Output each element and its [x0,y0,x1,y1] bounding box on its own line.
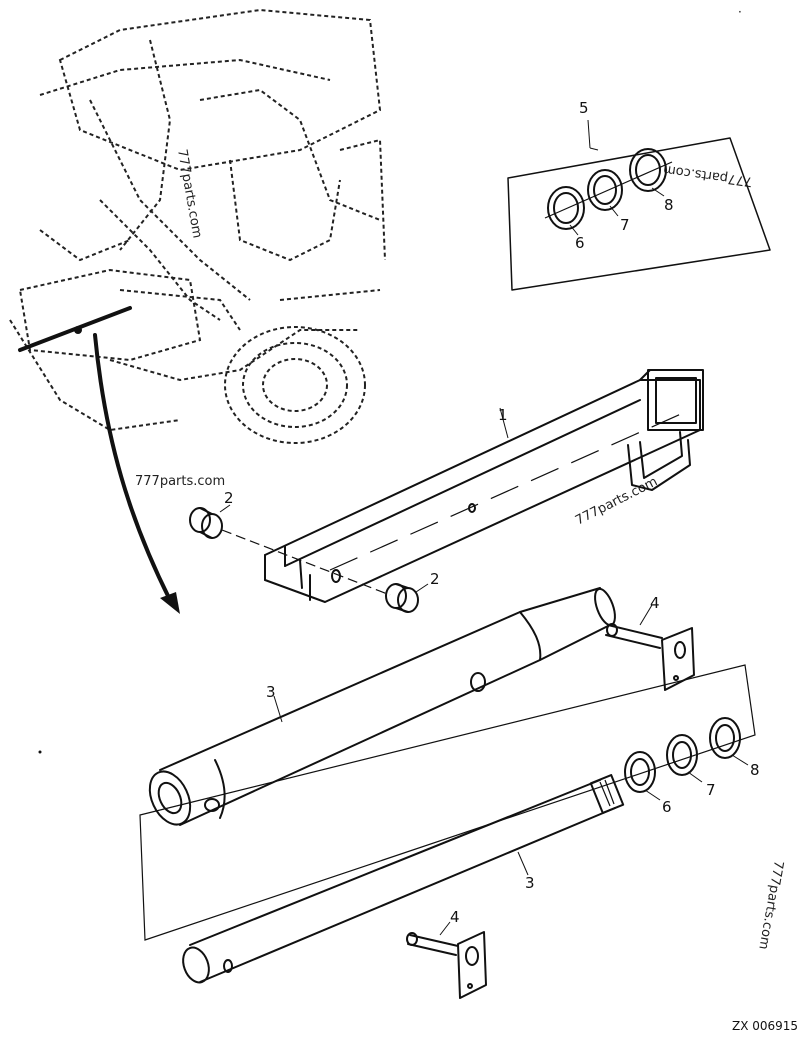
axle-pivot [74,326,82,334]
bracket-pin-upper: 4 [605,594,695,691]
watermark-text: 777parts.com [174,148,204,239]
callout-4: 4 [450,908,460,926]
bushing-right: 2 [385,570,440,613]
callout-7: 7 [620,216,630,234]
drawing-code: ZX 006915 [732,1019,798,1033]
stray-dot [38,750,42,754]
bracket-pin-lower: 4 [406,908,487,999]
location-arrow [93,333,180,614]
seal-ring-8-lower [709,717,741,759]
outer-tube: 3 [148,587,616,826]
callout-8: 8 [750,761,760,779]
callout-2: 2 [430,570,440,588]
callout-7: 7 [706,781,716,799]
seal-ring-6-lower [624,751,656,793]
watermark-text: 777parts.com [135,474,225,489]
callout-1: 1 [498,406,508,424]
callout-5: 5 [579,99,589,117]
seal-ring-8 [629,148,667,192]
callout-8: 8 [664,196,674,214]
callout-2: 2 [224,489,234,507]
callout-4: 4 [650,594,660,612]
seal-kit-panel: 5 6 7 8 [507,99,771,291]
seal-ring-7 [587,169,623,211]
bushing-left: 2 [189,489,234,539]
seal-ring-7-lower [666,734,698,776]
inner-tube: 3 [182,774,625,984]
callout-3: 3 [525,874,535,892]
callout-6: 6 [662,798,672,816]
callout-6: 6 [575,234,585,252]
machine-outline [9,8,386,444]
watermark-text: 777parts.com [755,859,785,950]
assembly-boundary [139,664,756,941]
channel-beam: 1 [264,369,704,603]
seal-ring-6 [547,186,585,230]
callout-3: 3 [266,683,276,701]
corner-mark: · [738,5,742,19]
